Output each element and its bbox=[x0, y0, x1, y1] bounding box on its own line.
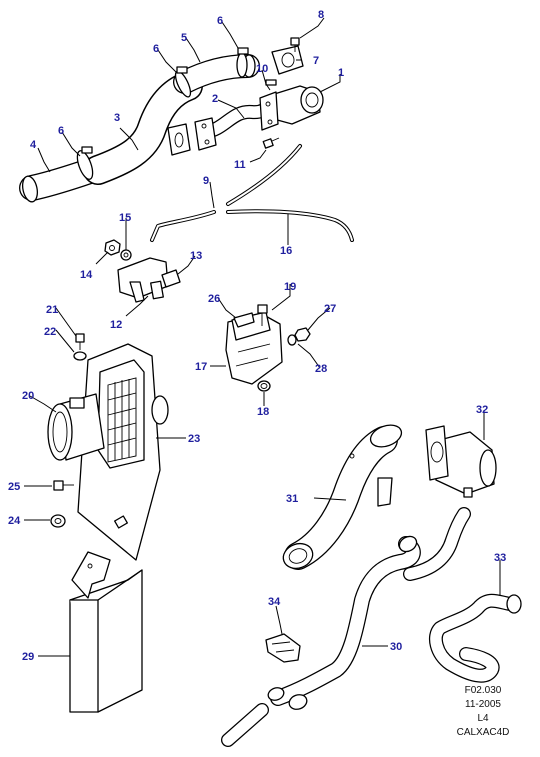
leader-lines bbox=[24, 17, 501, 657]
figure-info-block: F02.030 11-2005 L4 CALXAC4D bbox=[438, 684, 528, 740]
callout-4: 4 bbox=[30, 139, 37, 151]
part-10-gasket bbox=[265, 79, 277, 86]
callout-34: 34 bbox=[268, 596, 281, 608]
callout-33: 33 bbox=[494, 552, 506, 564]
callout-2: 2 bbox=[212, 93, 218, 105]
part-6-hose-clamp-left bbox=[76, 146, 94, 180]
callout-15: 15 bbox=[119, 212, 131, 224]
part-12-solenoid-bracket bbox=[117, 257, 169, 303]
part-9-vacuum-pipe bbox=[150, 144, 302, 242]
callout-21: 21 bbox=[46, 304, 58, 316]
callout-23: 23 bbox=[188, 433, 200, 445]
callout-25: 25 bbox=[8, 481, 20, 493]
part-3-large-hose bbox=[83, 71, 203, 185]
callout-14: 14 bbox=[80, 269, 93, 281]
part-14-nut bbox=[104, 239, 121, 256]
part-20-throttle-body bbox=[47, 393, 105, 461]
part-28-washer bbox=[287, 334, 297, 346]
callout-20: 20 bbox=[22, 390, 34, 402]
callout-22: 22 bbox=[44, 326, 56, 338]
part-13-connector bbox=[161, 269, 181, 288]
catalog-code: CALXAC4D bbox=[456, 727, 510, 738]
part-23-bracket-housing bbox=[77, 343, 169, 561]
part-2-egr-pipe bbox=[167, 97, 279, 156]
callout-11: 11 bbox=[234, 159, 246, 171]
part-1-egr-valve bbox=[259, 85, 324, 131]
callout-12: 12 bbox=[110, 319, 122, 331]
callout-17: 17 bbox=[195, 361, 207, 373]
callout-7: 7 bbox=[313, 55, 319, 67]
callout-29: 29 bbox=[22, 651, 34, 663]
callouts: 1 2 3 4 5 6 6 6 7 8 9 10 11 12 13 14 15 … bbox=[8, 9, 506, 663]
callout-5: 5 bbox=[181, 32, 187, 44]
part-26-bracket bbox=[233, 312, 255, 328]
part-15-washer bbox=[120, 249, 132, 261]
figure-code: F02.030 bbox=[464, 685, 502, 696]
part-11-bolt bbox=[262, 137, 280, 149]
callout-6-right: 6 bbox=[217, 15, 223, 27]
part-6-hose-clamp-mid bbox=[174, 66, 192, 98]
callout-13: 13 bbox=[190, 250, 202, 262]
part-27-nut bbox=[294, 327, 311, 342]
part-33-coolant-hose bbox=[428, 593, 522, 683]
callout-24: 24 bbox=[8, 515, 21, 527]
callout-30: 30 bbox=[390, 641, 402, 653]
part-29-heat-shield bbox=[69, 551, 143, 713]
callout-31: 31 bbox=[286, 493, 298, 505]
figure-revision: L4 bbox=[477, 713, 489, 724]
part-32-egr-cooler bbox=[425, 425, 497, 498]
part-19-bolt bbox=[257, 304, 268, 326]
callout-3: 3 bbox=[114, 112, 120, 124]
callout-28: 28 bbox=[315, 363, 327, 375]
callout-1: 1 bbox=[338, 67, 344, 79]
part-34-clip bbox=[265, 633, 301, 663]
part-6-hose-clamp-right bbox=[236, 47, 249, 78]
part-8-bolt bbox=[290, 37, 300, 52]
part-30-coolant-hose bbox=[221, 507, 471, 747]
callout-9: 9 bbox=[203, 175, 209, 187]
callout-27: 27 bbox=[324, 303, 336, 315]
callout-18: 18 bbox=[257, 406, 269, 418]
part-31-intake-pipe bbox=[282, 424, 403, 570]
callout-19: 19 bbox=[284, 281, 296, 293]
part-16-vacuum-pipe bbox=[226, 209, 354, 242]
bracket-foot-bolt bbox=[114, 515, 128, 529]
figure-date: 11-2005 bbox=[465, 699, 501, 710]
part-21-bolt bbox=[75, 333, 85, 350]
callout-8: 8 bbox=[318, 9, 324, 21]
part-18-grommet bbox=[257, 380, 271, 392]
part-25-bolt bbox=[53, 480, 74, 491]
part-17-control-module bbox=[225, 311, 283, 385]
callout-32: 32 bbox=[476, 404, 488, 416]
callout-6-mid: 6 bbox=[153, 43, 159, 55]
callout-10: 10 bbox=[256, 63, 268, 75]
callout-6-left: 6 bbox=[58, 125, 64, 137]
callout-26: 26 bbox=[208, 293, 220, 305]
callout-16: 16 bbox=[280, 245, 292, 257]
part-7-gasket bbox=[271, 45, 304, 75]
part-24-grommet bbox=[50, 514, 66, 528]
part-22-washer bbox=[73, 351, 87, 361]
